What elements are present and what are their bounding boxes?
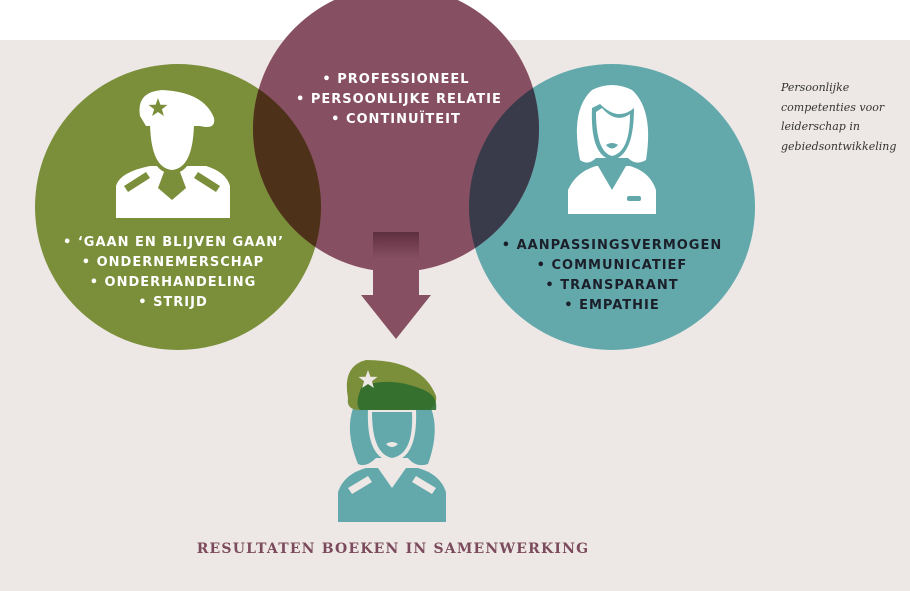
list-item: PROFESSIONEEL <box>296 70 496 90</box>
left-competency-list: ‘GAAN EN BLIJVEN GAAN’ ONDERNEMERSCHAP O… <box>63 233 283 313</box>
list-item: AANPASSINGSVERMOGEN <box>500 236 724 256</box>
list-item: STRIJD <box>63 293 283 313</box>
soldier-icon <box>116 90 230 218</box>
list-item: ONDERNEMERSCHAP <box>63 253 283 273</box>
woman-icon <box>568 85 656 214</box>
list-item: ‘GAAN EN BLIJVEN GAAN’ <box>63 233 283 253</box>
soldier-woman-icon <box>338 360 446 522</box>
list-item: EMPATHIE <box>500 296 724 316</box>
list-item: TRANSPARANT <box>500 276 724 296</box>
center-competency-list: PROFESSIONEEL PERSOONLIJKE RELATIE CONTI… <box>296 70 501 130</box>
list-item: ONDERHANDELING <box>63 273 283 293</box>
down-arrow <box>361 232 431 339</box>
circle-center <box>253 0 539 272</box>
list-item: COMMUNICATIEF <box>500 256 724 276</box>
right-competency-list: AANPASSINGSVERMOGEN COMMUNICATIEF TRANSP… <box>500 236 724 316</box>
result-label: RESULTATEN BOEKEN IN SAMENWERKING <box>196 541 590 557</box>
caption: Persoonlijke competenties voor leidersch… <box>781 81 897 153</box>
list-item: PERSOONLIJKE RELATIE <box>296 90 501 110</box>
list-item: CONTINUÏTEIT <box>296 110 496 130</box>
